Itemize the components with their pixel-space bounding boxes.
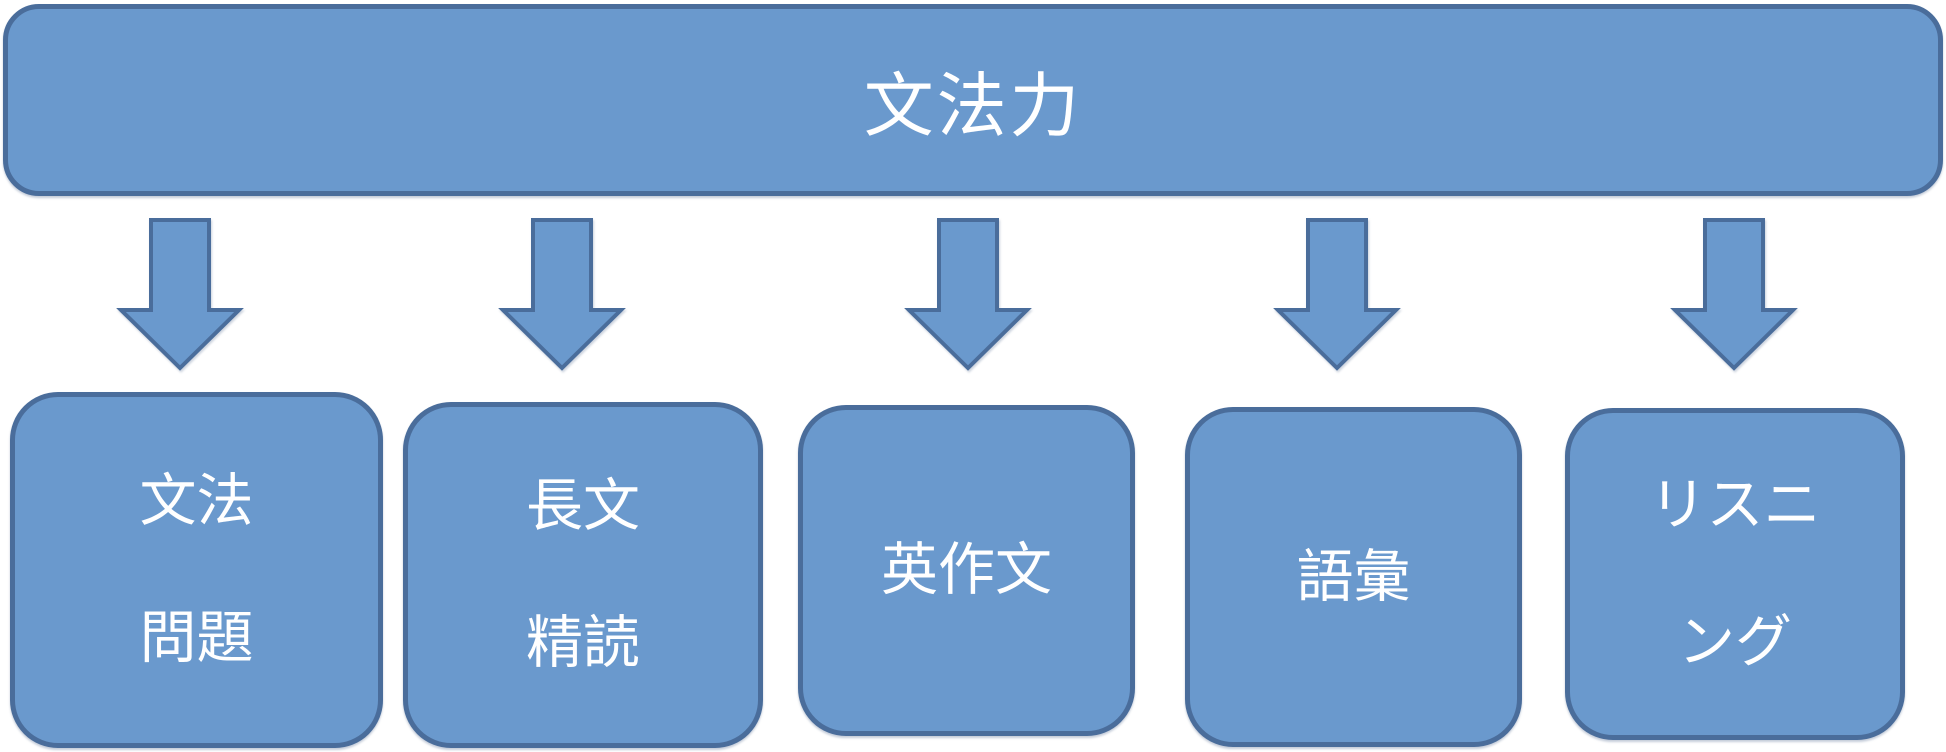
child-node-grammar-problems: 文法 問題 bbox=[10, 392, 383, 748]
child-node-label: リスニ ング bbox=[1649, 472, 1821, 675]
child-node-label: 英作文 bbox=[881, 537, 1052, 603]
down-arrow-icon bbox=[1670, 218, 1798, 371]
down-arrow-icon bbox=[904, 218, 1032, 371]
child-node-listening: リスニ ング bbox=[1565, 408, 1905, 740]
down-arrow-icon bbox=[116, 218, 244, 371]
down-arrow-icon bbox=[498, 218, 626, 371]
child-node-vocabulary: 語彙 bbox=[1185, 407, 1522, 747]
down-arrow-icon bbox=[1273, 218, 1401, 371]
child-node-english-composition: 英作文 bbox=[798, 405, 1135, 736]
child-node-label: 長文 精読 bbox=[526, 473, 640, 676]
root-node-grammar-power: 文法力 bbox=[3, 4, 1943, 196]
child-node-label: 文法 問題 bbox=[139, 468, 254, 671]
child-node-label: 語彙 bbox=[1296, 543, 1411, 610]
child-node-long-passage-close-reading: 長文 精読 bbox=[403, 402, 763, 748]
root-node-label: 文法力 bbox=[863, 64, 1083, 147]
